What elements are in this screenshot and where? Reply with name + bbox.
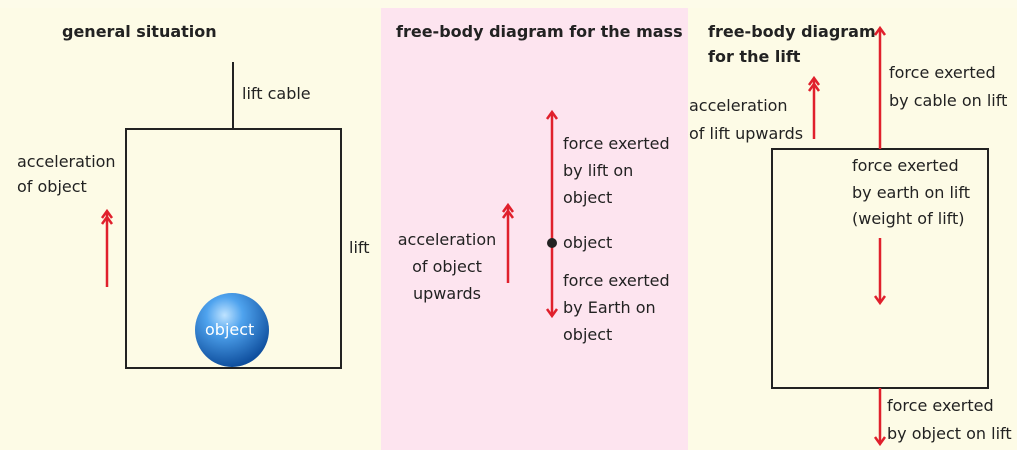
general-situation-title: general situation	[62, 21, 217, 43]
force-earth-label-line2: by Earth on	[563, 297, 656, 319]
acceleration-mass-line2: of object	[393, 256, 501, 278]
acceleration-mass-line3: upwards	[393, 283, 501, 305]
acceleration-lift-line2: of lift upwards	[689, 123, 803, 145]
force-lift-label-line1: force exerted	[563, 133, 670, 155]
weight-label-line2: by earth on lift	[852, 182, 970, 204]
object-point-label: object	[563, 232, 612, 254]
lift-diagram-title-line1: free-body diagram	[708, 21, 876, 43]
acceleration-lift-line1: acceleration	[689, 95, 788, 117]
lift-cable-label: lift cable	[242, 83, 311, 105]
mass-diagram-title: free-body diagram for the mass	[396, 21, 683, 43]
lift-diagram-title-line2: for the lift	[708, 46, 800, 68]
acceleration-arrow-mass	[503, 205, 513, 283]
acceleration-mass-line1: acceleration	[393, 229, 501, 251]
acceleration-label-line2: of object	[17, 176, 87, 198]
force-earth-label-line1: force exerted	[563, 270, 670, 292]
object-point	[547, 238, 557, 248]
force-earth-label-line3: object	[563, 324, 612, 346]
force-arrow-earth-on-object	[547, 243, 557, 316]
force-arrow-lift-on-object	[547, 112, 557, 243]
cable-force-label-line2: by cable on lift	[889, 90, 1007, 112]
object-force-label-line2: by object on lift	[887, 423, 1012, 445]
object-ball-label: object	[205, 319, 254, 341]
weight-label-line1: force exerted	[852, 155, 959, 177]
force-arrow-weight-of-lift	[875, 238, 885, 303]
force-lift-label-line3: object	[563, 187, 612, 209]
acceleration-arrow-lift	[809, 78, 819, 139]
cable-force-label-line1: force exerted	[889, 62, 996, 84]
acceleration-arrow-object	[102, 211, 112, 287]
object-force-label-line1: force exerted	[887, 395, 994, 417]
force-arrow-object-on-lift	[875, 388, 885, 444]
lift-label: lift	[349, 237, 370, 259]
force-lift-label-line2: by lift on	[563, 160, 633, 182]
weight-label-line3: (weight of lift)	[852, 208, 965, 230]
acceleration-label-line1: acceleration	[17, 151, 116, 173]
force-arrow-cable-on-lift	[875, 28, 885, 149]
